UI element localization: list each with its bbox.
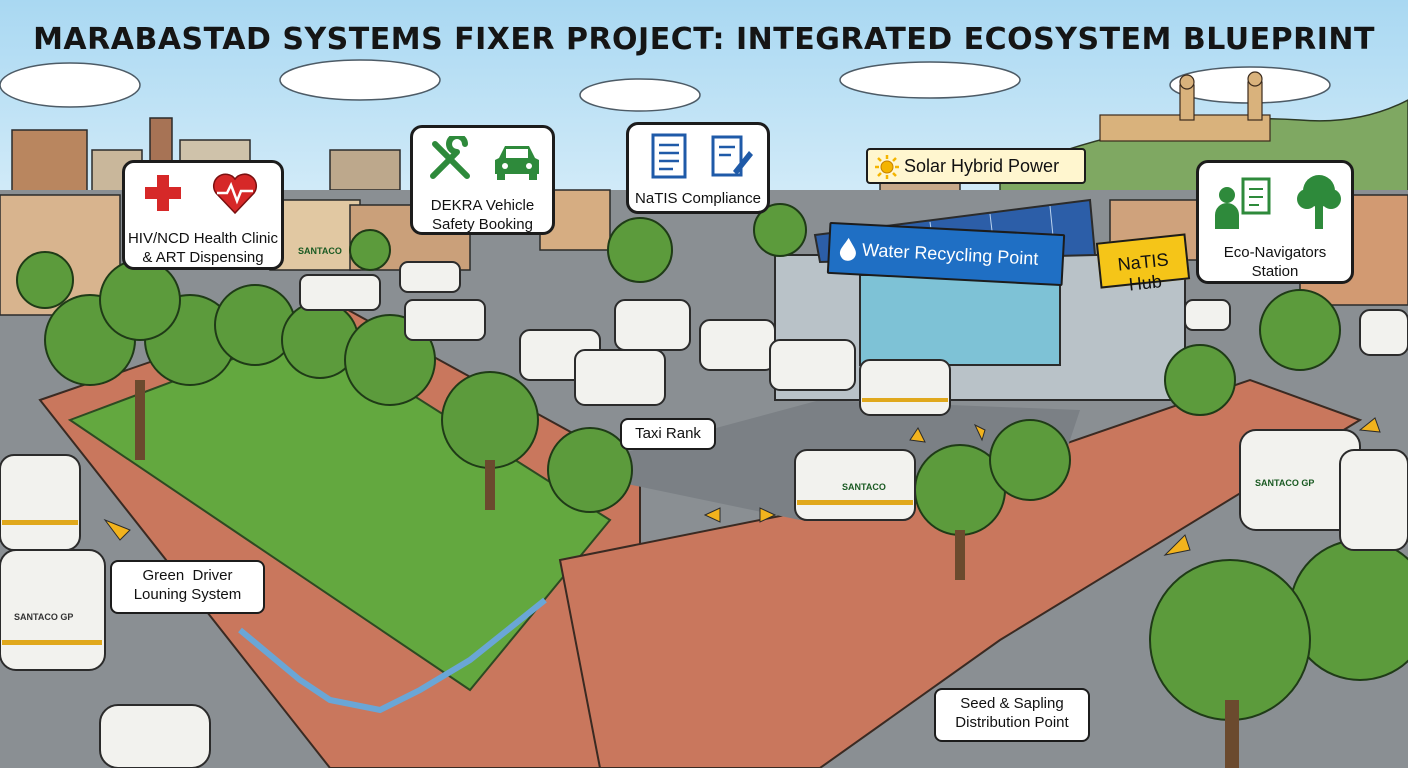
wrench-screwdriver-icon: [427, 133, 473, 182]
eco-navigators-label-line1: Eco-Navigators: [1223, 244, 1327, 261]
clouds: [0, 59, 1331, 112]
natis-compliance-label: NaTIS Compliance: [635, 190, 761, 207]
green-driver-label: Green Driver Louning System: [110, 560, 265, 614]
sun-icon: [874, 154, 900, 180]
dekra-label-line2: Safety Booking: [432, 216, 533, 233]
red-cross-icon: [143, 173, 183, 213]
shop-sign: SANTACO: [298, 246, 342, 256]
union-buildings: [1099, 71, 1271, 142]
solar-hybrid-sign: Solar Hybrid Power: [866, 148, 1086, 184]
eco-navigators-callout: Eco-Navigators Station: [1196, 160, 1354, 284]
taxi-rank-text: Taxi Rank: [635, 425, 701, 442]
form-pen-icon: [709, 133, 755, 179]
direction-arrows: [103, 417, 1381, 556]
health-clinic-label-line2: & ART Dispensing: [142, 249, 264, 266]
natis-compliance-callout: NaTIS Compliance: [626, 122, 770, 214]
natis-hub-sign: NaTIS Hub: [1095, 233, 1191, 295]
green-driver-text-line1: Green Driver: [142, 567, 233, 584]
solar-hybrid-label: Solar Hybrid Power: [904, 156, 1060, 176]
taxi-sign-right: SANTACO GP: [1255, 478, 1315, 488]
seed-distribution-label: Seed & Sapling Distribution Point: [934, 688, 1090, 742]
heart-pulse-icon: [211, 171, 259, 215]
water-pipe: [238, 597, 547, 714]
taxi-sign-left: SANTACO GP: [14, 612, 74, 622]
seed-distribution-text-line2: Distribution Point: [955, 714, 1069, 731]
health-clinic-callout: HIV/NCD Health Clinic & ART Dispensing: [122, 160, 284, 270]
seed-distribution-text-line1: Seed & Sapling: [960, 695, 1064, 712]
car-icon: [491, 138, 543, 182]
tree-icon: [1295, 171, 1343, 231]
page-title: MARABASTAD SYSTEMS FIXER PROJECT: INTEGR…: [33, 22, 1375, 57]
green-driver-text-line2: Louning System: [133, 586, 242, 603]
taxi-stripes: [2, 398, 948, 645]
trees: [16, 203, 1408, 768]
water-recycling-sign: Water Recycling Point: [826, 221, 1066, 287]
water-drop-icon: [838, 236, 859, 261]
health-clinic-label-line1: HIV/NCD Health Clinic: [127, 230, 279, 247]
dekra-label-line1: DEKRA Vehicle: [430, 197, 535, 214]
dekra-callout: DEKRA Vehicle Safety Booking: [410, 125, 555, 235]
taxi-sign-center: SANTACO: [842, 482, 886, 492]
minibus-taxis: [0, 261, 1408, 768]
water-recycling-label: Water Recycling Point: [861, 239, 1039, 269]
eco-navigators-label-line2: Station: [1251, 263, 1299, 280]
navigator-clipboard-icon: [1213, 173, 1275, 231]
taxi-rank-label: Taxi Rank: [620, 418, 716, 450]
document-icon: [649, 133, 689, 179]
